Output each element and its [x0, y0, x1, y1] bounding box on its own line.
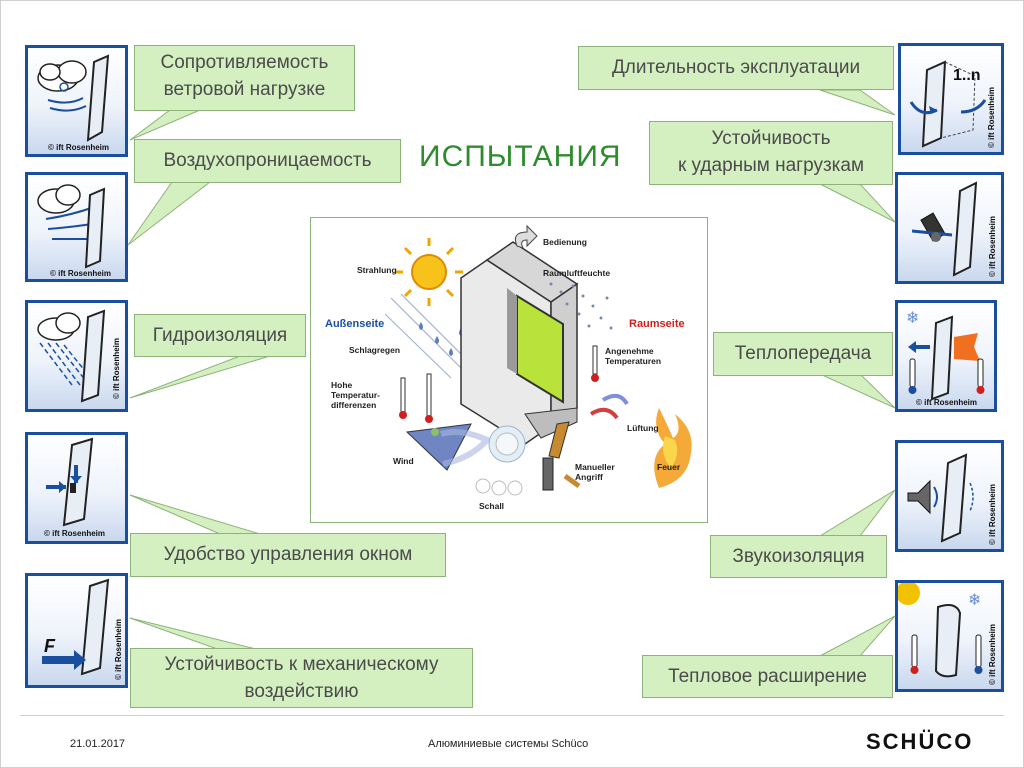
label-line: differenzen: [331, 400, 377, 410]
air-permeability-icon: © ift Rosenheim: [25, 172, 128, 282]
callout-line: ветровой нагрузке: [163, 79, 326, 100]
callout-line: Теплопередача: [734, 343, 872, 364]
label-line: Manueller: [575, 462, 615, 472]
callout-line: Гидроизоляция: [152, 325, 288, 346]
tile-copyright: © ift Rosenheim: [988, 483, 997, 545]
cycles-label: 1..n: [953, 67, 981, 84]
sound-insulation-icon: © ift Rosenheim: [895, 440, 1004, 552]
footer-divider: [20, 715, 1004, 716]
waterproofing-icon: © ift Rosenheim: [25, 300, 128, 412]
callout-durability: Длительность эксплуатации: [578, 46, 894, 90]
callout-sound: Звукоизоляция: [710, 535, 887, 578]
callout-impact: Устойчивость к ударным нагрузкам: [649, 121, 893, 185]
tile-copyright: © ift Rosenheim: [916, 398, 978, 407]
label-raumluftfeuchte: Raumluftfeuchte: [543, 268, 611, 278]
callout-line: Сопротивляемость: [160, 52, 329, 73]
tile-copyright: © ift Rosenheim: [988, 215, 997, 277]
callout-line: Устойчивость к механическому: [164, 654, 439, 675]
label-schlagregen: Schlagregen: [349, 345, 401, 355]
tile-copyright: © ift Rosenheim: [114, 618, 123, 680]
label-line: Angriff: [575, 472, 603, 482]
callout-line: Удобство управления окном: [163, 544, 413, 565]
label-schall: Schall: [479, 501, 505, 511]
label-line: Temperaturen: [605, 356, 662, 366]
label-hohe: Hohe Temperatur- differenzen: [331, 380, 380, 410]
tile-copyright: © ift Rosenheim: [48, 143, 110, 152]
label-raumseite: Raumseite: [629, 318, 685, 330]
durability-icon: 1..n © ift Rosenheim: [898, 43, 1004, 155]
impact-icon: © ift Rosenheim: [895, 172, 1004, 284]
callout-line: Тепловое расширение: [668, 666, 867, 687]
thermal-expansion-icon: ❄ © ift Rosenheim: [895, 580, 1004, 692]
footer-date: 21.01.2017: [70, 738, 126, 750]
mechanical-force-icon: F © ift Rosenheim: [25, 573, 128, 688]
label-line: Temperatur-: [331, 390, 380, 400]
tile-copyright: © ift Rosenheim: [987, 86, 996, 148]
callout-line: воздействию: [244, 681, 359, 702]
callout-wind-load: Сопротивляемость ветровой нагрузке: [134, 45, 355, 111]
callout-heat-transfer: Теплопередача: [713, 332, 893, 376]
callout-line: Воздухопроницаемость: [163, 150, 372, 171]
callout-line: Звукоизоляция: [732, 546, 865, 567]
label-strahlung: Strahlung: [357, 265, 397, 275]
callout-line: к ударным нагрузкам: [677, 155, 865, 176]
callout-thermal-expansion: Тепловое расширение: [642, 655, 893, 698]
schueco-logo: SCHÜCO: [866, 729, 974, 754]
label-aussenseite: Außenseite: [325, 318, 385, 330]
svg-text:❄: ❄: [906, 308, 919, 327]
label-manueller: Manueller Angriff: [575, 462, 615, 482]
label-feuer: Feuer: [657, 462, 681, 472]
callout-waterproofing: Гидроизоляция: [134, 314, 306, 357]
label-line: Hohe: [331, 380, 353, 390]
label-bedienung: Bedienung: [543, 237, 587, 247]
label-line: Angenehme: [605, 346, 654, 356]
sun-icon: [395, 238, 463, 306]
callout-line: Длительность эксплуатации: [611, 57, 861, 78]
slide-title: ИСПЫТАНИЯ: [419, 140, 622, 173]
heat-transfer-icon: ❄ © ift Rosenheim: [895, 300, 997, 412]
callout-operation: Удобство управления окном: [130, 533, 446, 577]
wind-load-icon: © ift Rosenheim: [25, 45, 128, 157]
tile-copyright: © ift Rosenheim: [44, 529, 106, 538]
force-letter: F: [44, 636, 56, 656]
tile-copyright: © ift Rosenheim: [112, 337, 121, 399]
tile-copyright: © ift Rosenheim: [50, 269, 112, 278]
callout-air-permeability: Воздухопроницаемость: [134, 139, 401, 183]
tile-copyright: © ift Rosenheim: [988, 623, 997, 685]
label-wind: Wind: [393, 456, 414, 466]
diagram-graphics: [384, 224, 692, 496]
window-operation-icon: © ift Rosenheim: [25, 432, 128, 544]
test-diagram: Bedienung Raumluftfeuchte Strahlung Auße…: [310, 217, 708, 523]
callout-line: Устойчивость: [711, 128, 831, 149]
callout-mechanical: Устойчивость к механическому воздействию: [130, 648, 473, 708]
footer-title: Алюминиевые системы Schüco: [428, 738, 589, 750]
label-angenehme: Angenehme Temperaturen: [605, 346, 661, 366]
label-lueftung: Lüftung: [627, 423, 659, 433]
window-profile-icon: [460, 241, 579, 445]
svg-text:❄: ❄: [968, 590, 981, 609]
